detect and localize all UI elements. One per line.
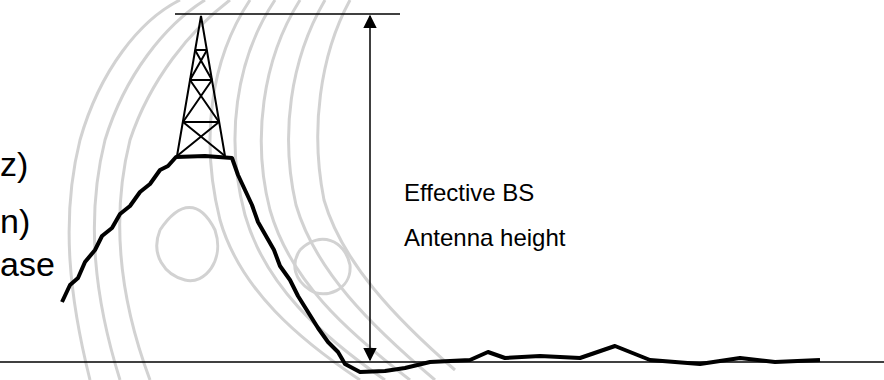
tower-symbol — [177, 16, 225, 156]
cropped-text: z) — [0, 146, 28, 183]
cropped-text: n) — [0, 203, 30, 240]
reference-line — [175, 13, 400, 15]
contour-watermark — [69, 0, 455, 380]
height-arrow — [369, 16, 371, 360]
ground-line — [0, 361, 884, 363]
dimension-label: Effective BS Antenna height — [404, 170, 629, 260]
cropped-text: ase — [0, 246, 55, 283]
mountain-outline — [62, 156, 820, 372]
